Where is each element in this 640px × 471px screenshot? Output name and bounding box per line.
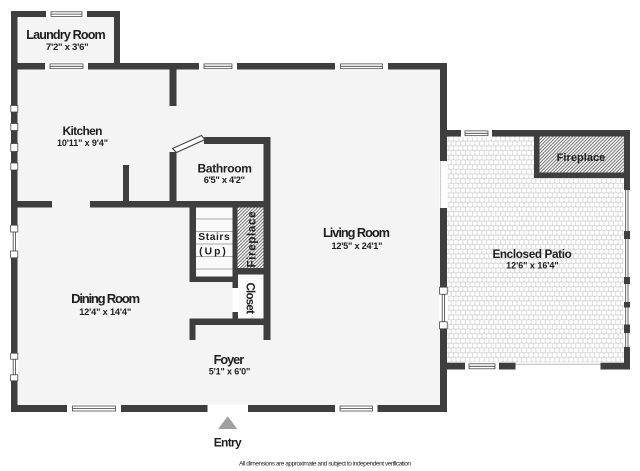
svg-text:Closet: Closet	[244, 282, 256, 314]
svg-text:5'1" x 6'0": 5'1" x 6'0"	[209, 367, 251, 377]
svg-text:Living Room: Living Room	[323, 225, 390, 240]
svg-text:Fireplace: Fireplace	[247, 212, 259, 268]
svg-text:Kitchen: Kitchen	[63, 124, 103, 138]
svg-text:Bathroom: Bathroom	[198, 161, 252, 175]
svg-text:7'2" x 3'6": 7'2" x 3'6"	[46, 42, 89, 53]
svg-text:Enclosed Patio: Enclosed Patio	[492, 248, 571, 261]
svg-text:10'11" x 9'4": 10'11" x 9'4"	[57, 138, 108, 148]
svg-text:Entry: Entry	[214, 436, 242, 450]
svg-text:Dining Room: Dining Room	[71, 291, 140, 306]
svg-text:12'4" x 14'4": 12'4" x 14'4"	[79, 307, 131, 317]
svg-text:Stairs: Stairs	[198, 232, 230, 243]
svg-text:All dimensions are approximate: All dimensions are approximate and subje…	[239, 460, 411, 467]
svg-text:Foyer: Foyer	[214, 352, 245, 367]
svg-text:6'5" x 4'2": 6'5" x 4'2"	[204, 175, 245, 185]
svg-text:Fireplace: Fireplace	[557, 152, 606, 164]
svg-text:Laundry Room: Laundry Room	[26, 28, 106, 42]
svg-text:12'6" x 16'4": 12'6" x 16'4"	[506, 261, 559, 271]
svg-text:12'5" x 24'1": 12'5" x 24'1"	[332, 241, 383, 251]
